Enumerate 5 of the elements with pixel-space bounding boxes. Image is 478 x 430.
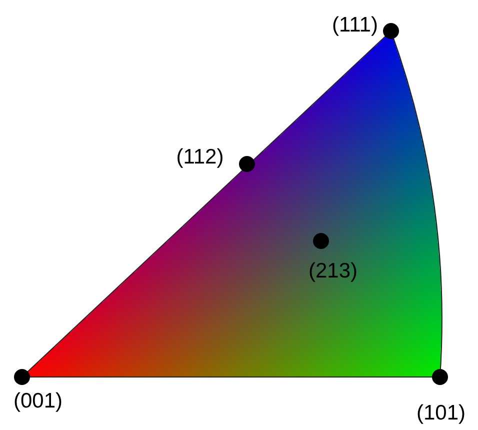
orientation-label: (112) bbox=[176, 146, 224, 168]
orientation-label: (213) bbox=[308, 260, 358, 282]
orientation-label: (101) bbox=[416, 402, 466, 424]
orientation-label: (001) bbox=[13, 390, 63, 412]
orientation-label: (111) bbox=[332, 14, 378, 36]
